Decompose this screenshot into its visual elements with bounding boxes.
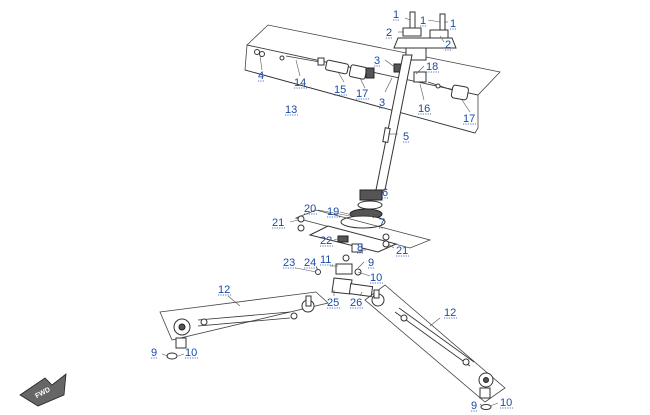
callout-12: 12 xyxy=(218,284,230,296)
callout-13: 13 xyxy=(285,104,297,116)
callout-12: 12 xyxy=(444,307,456,319)
callout-10: 10 xyxy=(500,397,512,409)
callout-8: 8 xyxy=(357,242,363,254)
callout-17: 17 xyxy=(463,113,475,125)
callout-9: 9 xyxy=(471,400,477,412)
callout-1: 1 xyxy=(420,15,426,27)
callout-3: 3 xyxy=(379,97,385,109)
callout-10: 10 xyxy=(370,272,382,284)
callout-labels: 1 1 1 2 2 3 3 4 5 6 7 8 9 9 9 10 10 10 1… xyxy=(151,9,512,412)
callout-14: 14 xyxy=(294,77,306,89)
callout-17: 17 xyxy=(356,88,368,100)
callout-20: 20 xyxy=(304,203,316,215)
handlebar-bolts-left xyxy=(254,49,375,80)
right-tierod-panel xyxy=(364,284,506,410)
callout-9: 9 xyxy=(151,347,157,359)
callout-4: 4 xyxy=(258,70,264,82)
callout-25: 25 xyxy=(327,297,339,309)
callout-2: 2 xyxy=(386,27,392,39)
callout-3: 3 xyxy=(374,55,380,67)
lower-joint-stack xyxy=(315,243,374,298)
callout-18: 18 xyxy=(426,61,438,73)
callout-9: 9 xyxy=(368,257,374,269)
callout-5: 5 xyxy=(403,131,409,143)
callout-21: 21 xyxy=(272,217,284,229)
callout-1: 1 xyxy=(450,18,456,30)
callout-6: 6 xyxy=(382,187,388,199)
callout-23: 23 xyxy=(283,257,295,269)
callout-15: 15 xyxy=(334,84,346,96)
handlebar-bolts-right xyxy=(393,63,469,101)
leader-lines xyxy=(161,17,499,407)
callout-2: 2 xyxy=(445,39,451,51)
steering-column xyxy=(375,54,413,191)
left-tierod-panel xyxy=(159,291,329,360)
callout-16: 16 xyxy=(418,103,430,115)
callout-7: 7 xyxy=(379,217,385,229)
callout-11: 11 xyxy=(320,254,331,266)
callout-26: 26 xyxy=(350,297,362,309)
handlebar-panel xyxy=(244,24,501,134)
callout-21: 21 xyxy=(396,245,408,257)
callout-19: 19 xyxy=(327,206,339,218)
callout-22: 22 xyxy=(320,235,332,247)
fwd-direction-badge: FWD xyxy=(19,373,67,407)
callout-underlines xyxy=(151,19,513,412)
callout-10: 10 xyxy=(185,347,197,359)
callout-24: 24 xyxy=(304,257,316,269)
callout-1: 1 xyxy=(393,9,399,21)
